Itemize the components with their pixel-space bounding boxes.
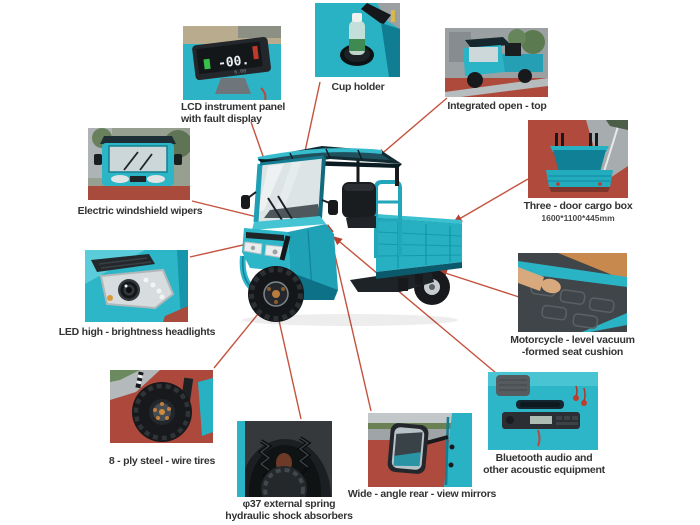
lcd-thumbnail: -00. 6.00: [183, 26, 281, 100]
open-top-thumbnail: [445, 28, 548, 97]
cargo-box: [376, 214, 462, 279]
open-top-label: Integrated open - top: [447, 100, 547, 112]
wipers-thumbnail: [88, 128, 190, 200]
seat-cushion-label: Motorcycle - level vacuum -formed seat c…: [510, 334, 635, 359]
shock-label: φ37 external spring hydraulic shock abso…: [225, 498, 353, 523]
cup-holder-thumbnail: [315, 3, 400, 77]
cargo-box-label: Three - door cargo box: [523, 200, 633, 212]
mirrors-thumbnail: [368, 413, 472, 487]
headlights-thumbnail: [85, 250, 188, 322]
bluetooth-audio-label: Bluetooth audio and other acoustic equip…: [483, 452, 605, 477]
cargo-box-photo-illustration: [528, 120, 628, 198]
bluetooth-audio-thumbnail: [488, 372, 598, 450]
seat-cushion-photo-illustration: [518, 253, 627, 332]
seat-cushion-thumbnail: [518, 253, 627, 332]
svg-text:-00.: -00.: [217, 53, 250, 72]
headlights-photo-illustration: [85, 250, 188, 322]
cup-holder-photo-illustration: [315, 3, 400, 77]
cargo-box-dimensions: 1600*1100*445mm: [541, 213, 615, 223]
front-wheel: [248, 235, 304, 322]
mirrors-label: Wide - angle rear - view mirrors: [347, 488, 497, 500]
windshield: [253, 155, 326, 223]
cab-rack: [374, 180, 402, 258]
open-top-photo-illustration: [445, 28, 548, 97]
wipers-photo-illustration: [88, 128, 190, 200]
svg-text:6.00: 6.00: [234, 68, 247, 75]
mirrors-photo-illustration: [368, 413, 472, 487]
tires-thumbnail: [110, 370, 213, 443]
cup-holder-label: Cup holder: [331, 81, 385, 93]
tires-photo-illustration: [110, 370, 213, 443]
shock-photo-illustration: [237, 421, 332, 497]
shock-thumbnail: [237, 421, 332, 497]
vehicle-illustration: [239, 146, 462, 326]
headlights-label: LED high - brightness headlights: [58, 326, 216, 338]
cargo-box-thumbnail: [528, 120, 628, 198]
bluetooth-audio-photo-illustration: [488, 372, 598, 450]
lcd-photo-illustration: -00. 6.00: [183, 26, 281, 100]
wiper-blades: [267, 195, 293, 221]
driver-seat: [342, 182, 376, 228]
lcd-label: LCD instrument panel with fault display: [181, 101, 286, 126]
tires-label: 8 - ply steel - wire tires: [108, 455, 216, 467]
side-mirrors: [241, 191, 338, 215]
wipers-label: Electric windshield wipers: [77, 205, 203, 217]
